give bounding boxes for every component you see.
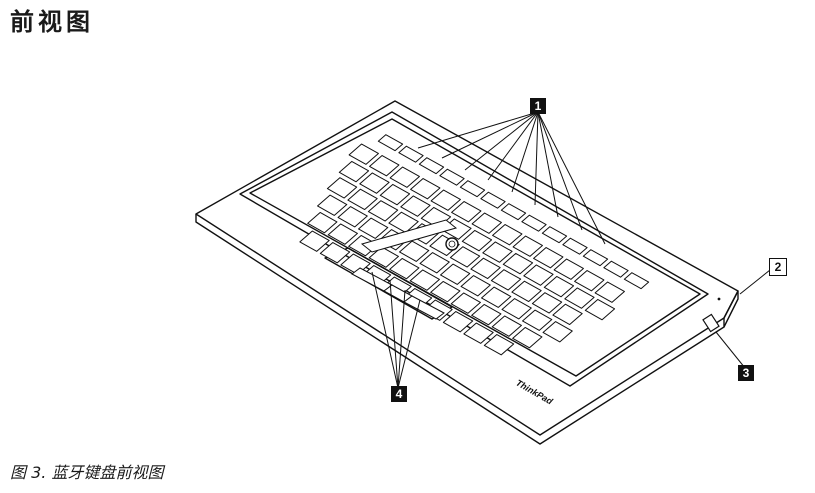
- keycap: [542, 321, 573, 343]
- space-bar: [360, 219, 458, 253]
- keycap: [389, 257, 420, 280]
- keycap: [501, 298, 532, 320]
- keycap: [512, 326, 543, 349]
- keycap: [623, 272, 650, 290]
- keycap: [564, 287, 595, 309]
- keycap: [582, 249, 609, 267]
- keycap: [481, 286, 512, 308]
- keycap: [574, 270, 605, 292]
- keycap: [399, 240, 430, 262]
- keycap: [490, 269, 522, 291]
- callout-4: 4: [391, 386, 407, 402]
- keyboard-inner-frame: [239, 111, 709, 387]
- keycap: [502, 252, 534, 275]
- keycap: [594, 281, 625, 303]
- keycap: [418, 157, 445, 175]
- keycap: [521, 214, 547, 232]
- keycap: [430, 280, 461, 303]
- keycap: [337, 206, 368, 228]
- keycap: [470, 257, 501, 280]
- trackpoint: [445, 237, 459, 251]
- keycap: [492, 224, 523, 246]
- keycap: [552, 303, 583, 326]
- keycap: [369, 155, 400, 177]
- keycap: [511, 280, 542, 303]
- keycap: [400, 195, 431, 217]
- keycap: [430, 189, 461, 211]
- keycap: [450, 292, 481, 314]
- keycap: [543, 275, 575, 298]
- keyboard-key-area: [249, 118, 701, 377]
- keycap: [463, 322, 494, 344]
- keycap: [368, 246, 399, 268]
- keycap: [419, 252, 450, 274]
- keycap: [512, 235, 543, 257]
- keycap: [317, 194, 348, 216]
- keycap: [533, 247, 564, 269]
- keycap: [398, 145, 424, 163]
- callout-3: 3: [738, 365, 754, 381]
- keycap: [500, 203, 527, 221]
- keycap: [482, 241, 513, 263]
- page-title: 前视图: [10, 8, 94, 36]
- keycap: [584, 298, 616, 321]
- keycap: [480, 191, 506, 209]
- keycap: [541, 226, 568, 244]
- keyboard-body-side: [723, 290, 739, 328]
- keycap: [319, 242, 351, 264]
- keycap: [440, 263, 471, 285]
- keycap: [459, 180, 486, 198]
- keycap: [379, 183, 411, 206]
- callout-1: 1: [530, 98, 546, 114]
- keyboard-body-top: [195, 100, 739, 436]
- callout-2: 2: [769, 258, 787, 276]
- thinkpad-logo: ThinkPad: [514, 378, 555, 407]
- keycap: [491, 315, 522, 337]
- keycap: [367, 200, 399, 222]
- figure-caption: 图 3. 蓝牙键盘前视图: [10, 463, 164, 482]
- keycap: [522, 309, 553, 331]
- keycap: [327, 223, 358, 245]
- keycap: [461, 229, 493, 252]
- keycap: [299, 230, 330, 252]
- keycap: [562, 237, 588, 255]
- keycap: [307, 211, 338, 234]
- keycap: [389, 166, 420, 188]
- keycap: [347, 188, 378, 211]
- keycap: [553, 258, 584, 280]
- keycap: [460, 275, 491, 297]
- touchpad-right-button: [403, 295, 445, 320]
- keycap: [326, 177, 358, 199]
- usb-port: [702, 313, 720, 333]
- keycap: [409, 269, 440, 291]
- keycap: [523, 264, 554, 286]
- status-indicator: [717, 297, 721, 301]
- keycap: [483, 334, 515, 356]
- keycap: [439, 168, 465, 186]
- keycap: [410, 178, 441, 200]
- keycap: [449, 246, 481, 268]
- keycap: [603, 260, 629, 278]
- keycap: [531, 292, 563, 314]
- keycap: [348, 143, 379, 165]
- keycap: [471, 303, 502, 326]
- keycap: [338, 160, 370, 183]
- keycap: [359, 172, 390, 194]
- keycap: [377, 134, 404, 152]
- keycap: [451, 201, 482, 223]
- keycap: [442, 311, 474, 333]
- keycap: [471, 212, 502, 234]
- keycap: [358, 217, 389, 239]
- keyboard-body-front: [195, 214, 725, 445]
